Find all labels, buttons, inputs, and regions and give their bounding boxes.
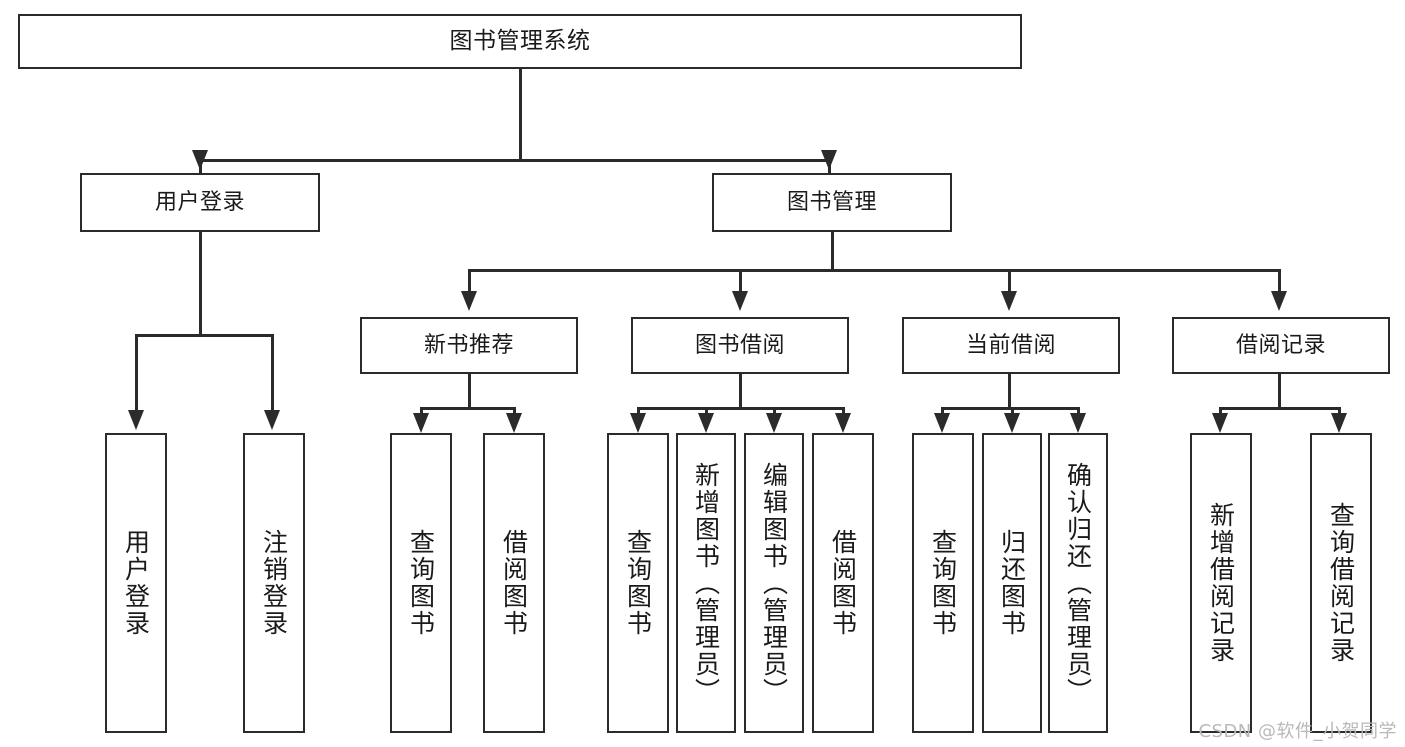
node-root-label: 图书管理系统 [449,28,591,55]
leaf-query-book-3-label: 查询图书 [928,529,958,637]
arrowhead-borrow-record [1271,291,1287,311]
leaf-borrow-book-2[interactable]: 借阅图书 [812,433,874,733]
arrowhead-logout [264,410,280,430]
edge-book-manage-stem [831,232,834,272]
leaf-confirm-return[interactable]: 确认归还（管理员） [1048,433,1108,733]
leaf-return-book-label: 归还图书 [997,529,1027,637]
edge-new-book-recommend-stem [468,374,471,410]
edge-user-login-stem [199,232,202,337]
leaf-edit-book-label: 编辑图书（管理员） [759,461,789,705]
arrowhead-query-book-2 [630,413,646,433]
leaf-login[interactable]: 用户登录 [105,433,167,733]
arrowhead-add-book [698,413,714,433]
leaf-query-borrow-record-label: 查询借阅记录 [1326,502,1356,664]
edge-current-borrow-stem [1008,374,1011,410]
leaf-query-borrow-record[interactable]: 查询借阅记录 [1310,433,1372,733]
arrowhead-edit-book [766,413,782,433]
leaf-logout[interactable]: 注销登录 [243,433,305,733]
arrowhead-login [128,410,144,430]
arrowhead-current-borrow [1001,291,1017,311]
node-borrow-record-label: 借阅记录 [1235,332,1326,358]
leaf-add-borrow-record-label: 新增借阅记录 [1206,502,1236,664]
edge-root-stem [519,69,522,161]
edge-current-borrow-bus [941,407,1080,410]
leaf-query-book-2[interactable]: 查询图书 [607,433,669,733]
node-current-borrow-label: 当前借阅 [965,332,1056,358]
leaf-borrow-book-1[interactable]: 借阅图书 [483,433,545,733]
edge-book-borrow-stem [739,374,742,410]
node-borrow-record[interactable]: 借阅记录 [1172,317,1390,374]
edge-book-manage-bus [468,269,1281,272]
arrowhead-query-book-3 [934,413,950,433]
edge-book-borrow-bus [637,407,845,410]
leaf-add-book-label: 新增图书（管理员） [691,461,721,705]
arrowhead-book-manage [821,150,837,170]
node-new-book-recommend-label: 新书推荐 [423,332,514,358]
leaf-borrow-book-2-label: 借阅图书 [828,529,858,637]
arrowhead-borrow-book-1 [506,413,522,433]
leaf-login-label: 用户登录 [121,529,151,637]
edge-borrow-record-stem [1278,374,1281,410]
node-root-system[interactable]: 图书管理系统 [18,14,1022,69]
leaf-add-book[interactable]: 新增图书（管理员） [676,433,736,733]
leaf-confirm-return-label: 确认归还（管理员） [1063,461,1093,705]
edge-new-book-recommend-bus [420,407,516,410]
edge-drop-new-book-recommend [468,269,471,297]
node-current-borrow[interactable]: 当前借阅 [902,317,1120,374]
leaf-edit-book[interactable]: 编辑图书（管理员） [744,433,804,733]
edge-drop-current-borrow [1008,269,1011,297]
leaf-logout-label: 注销登录 [259,529,289,637]
arrowhead-confirm-return [1070,413,1086,433]
edge-borrow-record-bus [1219,407,1341,410]
arrowhead-add-borrow-record [1212,413,1228,433]
leaf-query-book-3[interactable]: 查询图书 [912,433,974,733]
node-book-manage-label: 图书管理 [786,189,877,215]
arrowhead-new-book-recommend [461,291,477,311]
node-book-manage[interactable]: 图书管理 [712,173,952,232]
leaf-add-borrow-record[interactable]: 新增借阅记录 [1190,433,1252,733]
leaf-return-book[interactable]: 归还图书 [982,433,1042,733]
leaf-borrow-book-1-label: 借阅图书 [499,529,529,637]
arrowhead-return-book [1004,413,1020,433]
arrowhead-borrow-book-2 [835,413,851,433]
node-user-login[interactable]: 用户登录 [80,173,320,232]
arrowhead-query-book-1 [413,413,429,433]
node-user-login-label: 用户登录 [154,189,245,215]
edge-user-login-drop-2 [271,334,274,418]
arrowhead-book-borrow [732,291,748,311]
leaf-query-book-1-label: 查询图书 [406,529,436,637]
leaf-query-book-2-label: 查询图书 [623,529,653,637]
node-book-borrow[interactable]: 图书借阅 [631,317,849,374]
node-book-borrow-label: 图书借阅 [694,332,785,358]
arrowhead-query-borrow-record [1331,413,1347,433]
edge-user-login-bus [135,334,273,337]
node-new-book-recommend[interactable]: 新书推荐 [360,317,578,374]
leaf-query-book-1[interactable]: 查询图书 [390,433,452,733]
edge-drop-book-borrow [739,269,742,297]
edge-level2-bus [199,159,831,162]
arrowhead-user-login [192,150,208,170]
edge-user-login-drop-1 [135,334,138,418]
edge-drop-borrow-record [1278,269,1281,297]
